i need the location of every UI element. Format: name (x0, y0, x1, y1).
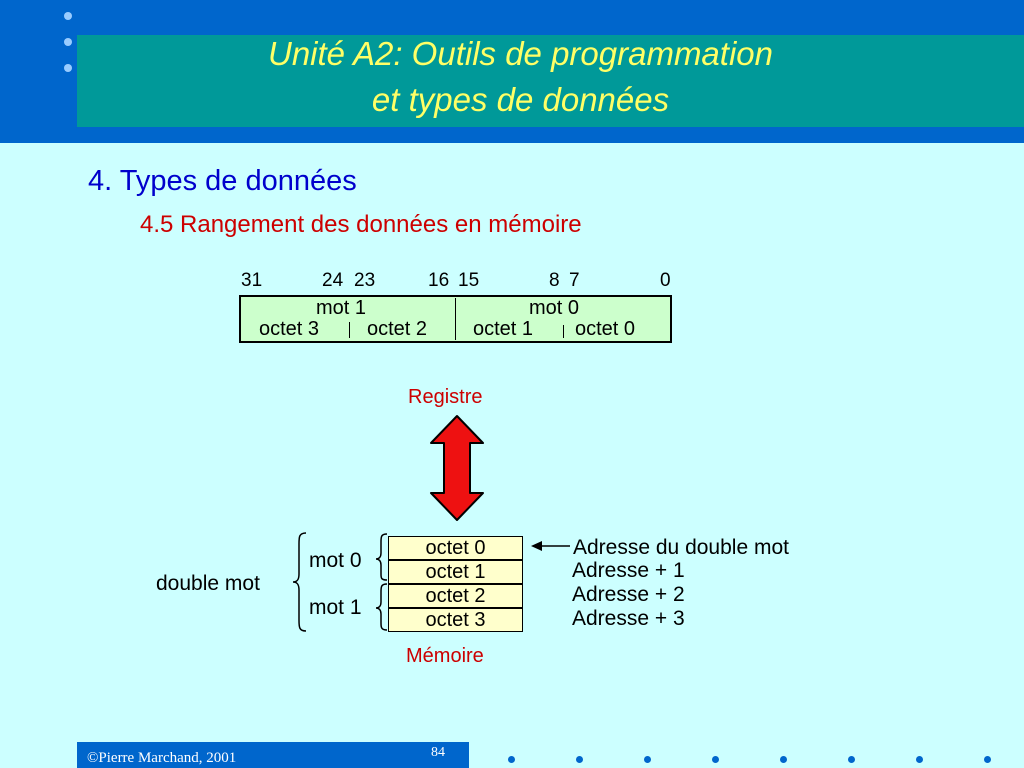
register-word-label: mot 1 (316, 297, 367, 319)
bullet-dot (64, 12, 72, 20)
memory-cell: octet 0 (388, 536, 523, 560)
register-byte-label: octet 0 (575, 318, 636, 340)
address-label: Adresse + 1 (572, 559, 685, 582)
arrow-left-icon (531, 541, 570, 551)
address-label: Adresse du double mot (573, 536, 789, 559)
memory-cell: octet 2 (388, 584, 523, 608)
footer-dot (508, 756, 515, 763)
byte-divider (349, 322, 350, 338)
slide-title-line-2: et types de données (371, 81, 670, 118)
memory-cell: octet 3 (388, 608, 523, 632)
footer-dot (576, 756, 583, 763)
bit-number: 7 (569, 270, 580, 291)
bit-number: 31 (241, 270, 263, 291)
double-arrow-shape (430, 415, 484, 521)
byte-divider (563, 325, 564, 338)
brace-icon (292, 532, 388, 632)
register-byte-label: octet 1 (473, 318, 534, 340)
footer-dot (712, 756, 719, 763)
address-label: Adresse + 2 (572, 583, 685, 606)
footer-dot (644, 756, 651, 763)
section-heading: 4. Types de données (88, 165, 357, 197)
footer-dot (984, 756, 991, 763)
copyright-text: ©Pierre Marchand, 2001 (87, 750, 237, 766)
register-label: Registre (408, 386, 483, 408)
section-subheading: 4.5 Rangement des données en mémoire (140, 211, 582, 238)
address-label: Adresse + 3 (572, 607, 685, 630)
double-arrow-icon (430, 415, 484, 521)
double-word-label: double mot (156, 572, 260, 595)
bit-number: 8 (549, 270, 560, 291)
footer-dot (916, 756, 923, 763)
bit-number: 0 (660, 270, 671, 291)
bullet-dot (64, 64, 72, 72)
page-number: 84 (431, 745, 445, 760)
footer-dot (780, 756, 787, 763)
register-word-label: mot 0 (529, 297, 580, 319)
bit-number: 24 (322, 270, 344, 291)
footer-bar (77, 742, 469, 768)
memory-cell: octet 1 (388, 560, 523, 584)
bit-number: 23 (354, 270, 376, 291)
footer-dot (848, 756, 855, 763)
title-box (77, 35, 1024, 127)
memory-word-label: mot 1 (309, 596, 362, 619)
slide-title-line-1: Unité A2: Outils de programmation (267, 35, 773, 72)
register-byte-label: octet 3 (259, 318, 320, 340)
bit-number: 15 (458, 270, 480, 291)
memory-word-label: mot 0 (309, 549, 362, 572)
word-divider (455, 298, 456, 340)
bullet-dot (64, 38, 72, 46)
memory-label: Mémoire (406, 645, 484, 667)
register-byte-label: octet 2 (367, 318, 428, 340)
bit-number: 16 (428, 270, 450, 291)
